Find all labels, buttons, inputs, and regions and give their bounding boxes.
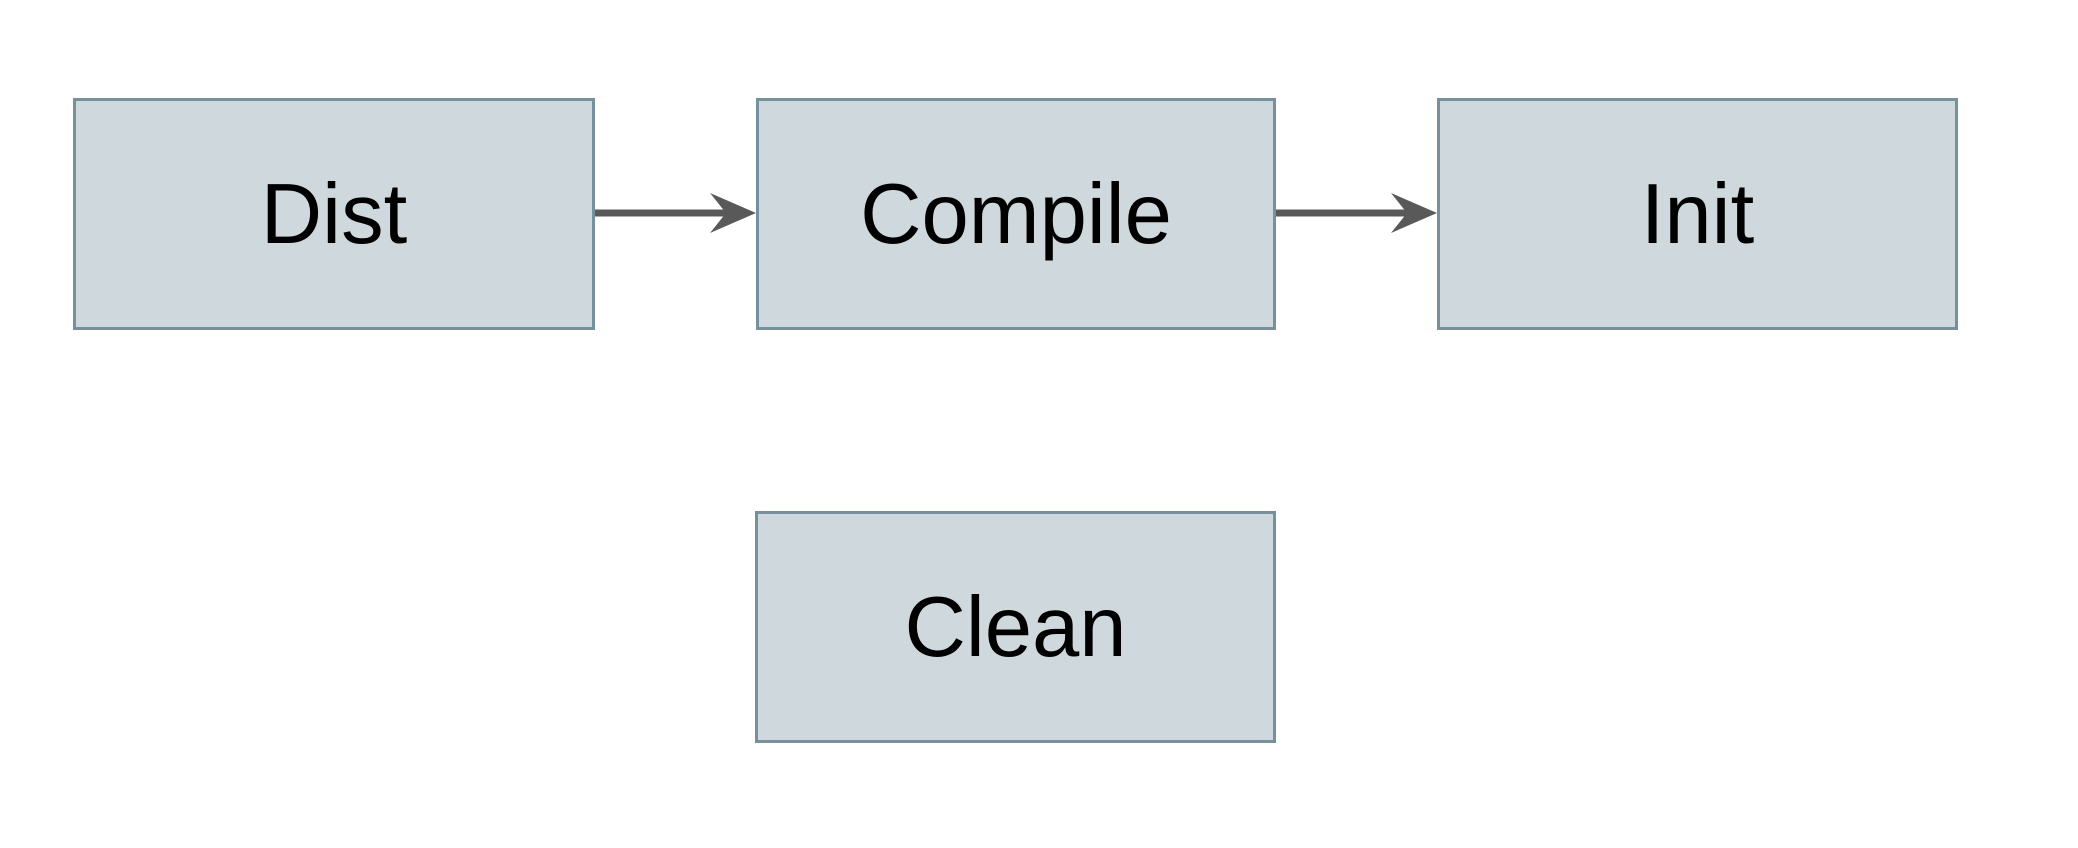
flow-node-init: Init (1437, 98, 1958, 330)
flow-node-dist: Dist (73, 98, 595, 330)
flow-node-label-init: Init (1640, 166, 1755, 262)
arrowhead-icon (710, 193, 756, 233)
flow-node-clean: Clean (755, 511, 1276, 743)
arrow-compile-to-init (1276, 193, 1437, 233)
flow-node-label-clean: Clean (904, 579, 1127, 675)
flow-node-label-compile: Compile (860, 166, 1172, 262)
flow-node-label-dist: Dist (260, 166, 408, 262)
flow-node-compile: Compile (756, 98, 1276, 330)
arrowhead-icon (1391, 193, 1437, 233)
arrow-dist-to-compile (595, 193, 756, 233)
